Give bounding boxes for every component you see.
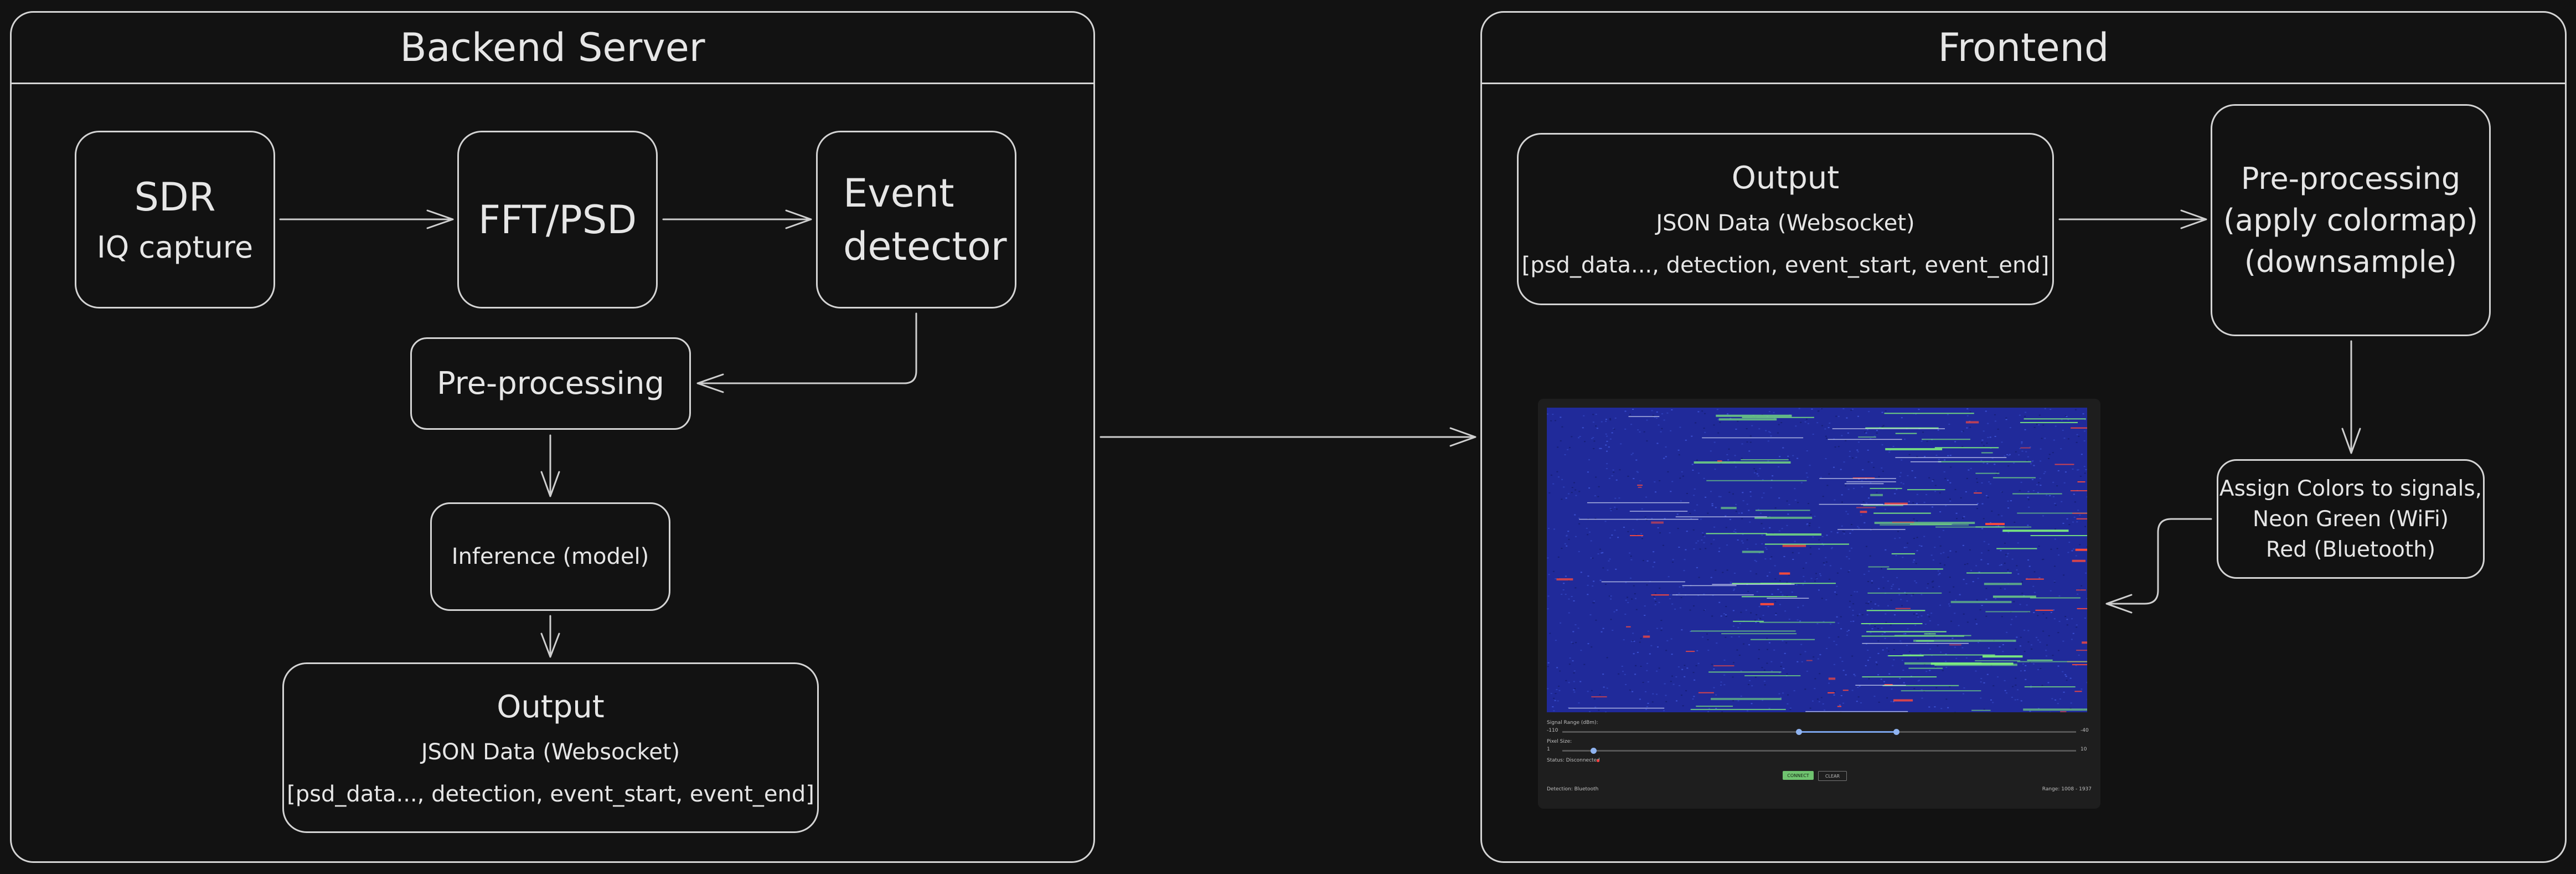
range-info: Range: 1008 - 1937 xyxy=(2042,786,2092,792)
signal-range-fill xyxy=(1798,731,1897,733)
waterfall-texture xyxy=(1547,408,2087,712)
arrow-inference-to-output xyxy=(540,615,560,658)
sdr-title: SDR xyxy=(134,174,216,220)
backend-panel: Backend Server xyxy=(10,11,1095,863)
backend-preprocessing-node: Pre-processing xyxy=(410,337,691,430)
status-dot xyxy=(1597,759,1599,762)
arrow-assign-to-waterfall xyxy=(2105,518,2212,614)
arrow-sdr-to-fft xyxy=(279,209,454,229)
event-detector-line2: detector xyxy=(843,223,1007,269)
frontend-preprocessing-node: Pre-processing (apply colormap) (downsam… xyxy=(2211,104,2491,336)
frontend-output-title: Output xyxy=(1731,160,1840,196)
frontend-output-line1: JSON Data (Websocket) xyxy=(1656,210,1915,236)
signal-range-max: -40 xyxy=(2081,728,2089,733)
waterfall-screenshot: Signal Range (dBm): -110 -40 Pixel Size:… xyxy=(1538,399,2100,809)
inference-label: Inference (model) xyxy=(451,544,649,569)
assign-colors-line3: Red (Bluetooth) xyxy=(2265,537,2436,562)
pixel-size-label: Pixel Size: xyxy=(1547,739,1572,744)
event-detector-line1: Event xyxy=(843,170,954,216)
backend-output-title: Output xyxy=(497,688,605,725)
arrow-backend-to-frontend xyxy=(1099,427,1477,447)
arrow-preprocessing-to-assign xyxy=(2341,340,2361,454)
clear-button[interactable]: CLEAR xyxy=(1818,771,1847,781)
arrow-preprocessing-to-inference xyxy=(540,434,560,497)
backend-output-node: Output JSON Data (Websocket) [psd_data..… xyxy=(282,662,819,833)
sdr-subtitle: IQ capture xyxy=(96,230,254,265)
frontend-preprocessing-line3: (downsample) xyxy=(2244,244,2458,279)
backend-output-line1: JSON Data (Websocket) xyxy=(421,739,680,765)
signal-range-min: -110 xyxy=(1547,728,1558,733)
frontend-output-node: Output JSON Data (Websocket) [psd_data..… xyxy=(1517,133,2054,305)
frontend-preprocessing-line2: (apply colormap) xyxy=(2223,203,2478,238)
frontend-panel: Frontend xyxy=(1480,11,2567,863)
pixel-size-track[interactable] xyxy=(1562,750,2076,752)
connection-status: Status: Disconnected xyxy=(1547,758,1600,763)
event-detector-node: Event detector xyxy=(816,131,1016,309)
arrow-fft-to-event xyxy=(662,209,812,229)
arrow-output-to-preprocessing xyxy=(2058,209,2207,229)
backend-output-line2: [psd_data..., detection, event_start, ev… xyxy=(287,781,814,807)
assign-colors-node: Assign Colors to signals, Neon Green (Wi… xyxy=(2217,459,2485,579)
backend-preprocessing-label: Pre-processing xyxy=(436,366,665,402)
signal-range-high-handle[interactable] xyxy=(1893,729,1900,735)
pixel-size-min: 1 xyxy=(1547,747,1550,752)
frontend-output-line2: [psd_data..., detection, event_start, ev… xyxy=(1521,253,2050,278)
assign-colors-line1: Assign Colors to signals, xyxy=(2219,476,2482,501)
frontend-title: Frontend xyxy=(1482,13,2565,84)
pixel-size-handle[interactable] xyxy=(1590,748,1597,754)
detection-label: Detection: Bluetooth xyxy=(1547,786,1599,792)
signal-range-label: Signal Range (dBm): xyxy=(1547,720,1598,726)
backend-title: Backend Server xyxy=(12,13,1093,84)
connect-button[interactable]: CONNECT xyxy=(1783,771,1814,780)
fft-psd-label: FFT/PSD xyxy=(478,197,637,243)
frontend-preprocessing-line1: Pre-processing xyxy=(2241,161,2461,196)
sdr-node: SDR IQ capture xyxy=(75,131,275,309)
assign-colors-line2: Neon Green (WiFi) xyxy=(2252,506,2449,532)
fft-psd-node: FFT/PSD xyxy=(457,131,658,309)
pixel-size-max: 10 xyxy=(2081,747,2087,752)
waterfall-display xyxy=(1547,408,2087,712)
inference-node: Inference (model) xyxy=(430,502,670,611)
arrow-event-to-preprocessing xyxy=(696,312,917,393)
signal-range-low-handle[interactable] xyxy=(1795,729,1802,735)
